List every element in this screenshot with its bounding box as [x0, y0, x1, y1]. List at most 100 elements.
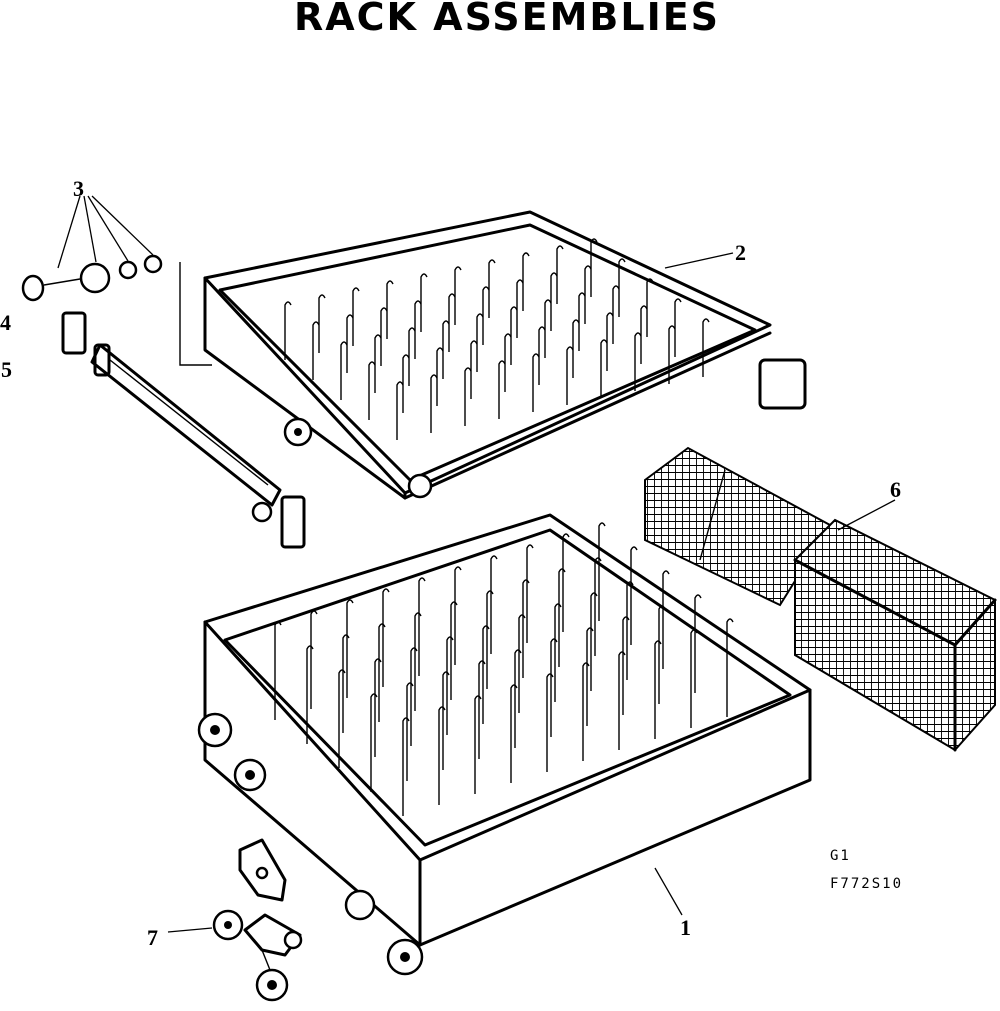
rack-tine: [538, 326, 546, 385]
rack-tine: [504, 333, 512, 392]
figure-code-line2: F772S10: [830, 876, 903, 892]
rack-tine: [430, 374, 438, 433]
rack-tine: [516, 279, 524, 338]
rack-tine: [640, 305, 648, 364]
track-end-cap: [61, 311, 87, 355]
rack-tine: [586, 627, 594, 726]
rack-tine: [374, 334, 382, 393]
rack-tine: [654, 640, 662, 739]
rack-tine: [410, 647, 418, 746]
callout-2: 2: [735, 240, 746, 265]
rack-tine: [606, 312, 614, 371]
rack-tine: [274, 621, 282, 720]
rack-tine: [532, 353, 540, 412]
rack-tine: [342, 634, 350, 733]
rack-tine: [454, 566, 462, 665]
leader-lines: [57, 195, 896, 916]
rack-tine: [352, 287, 360, 346]
rack-tine: [668, 325, 676, 384]
rack-tine: [476, 313, 484, 372]
callout-5: 5: [1, 357, 12, 382]
rack-tine: [470, 340, 478, 399]
rack-tine: [544, 299, 552, 358]
rack-tine: [378, 623, 386, 722]
rack-tine: [582, 662, 590, 761]
rack-tine: [590, 592, 598, 691]
rack-tine: [442, 671, 450, 770]
rack-tine: [396, 381, 404, 440]
rack-tine: [634, 332, 642, 391]
rack-tine: [526, 544, 534, 643]
rack-tine: [310, 610, 318, 709]
rack-tine: [518, 614, 526, 713]
rack-tine: [454, 266, 462, 325]
rack-tine: [464, 367, 472, 426]
rack-tine: [550, 638, 558, 737]
upper-rack-end-cap: [758, 358, 807, 410]
rack-tine: [510, 684, 518, 783]
rack-tine: [474, 695, 482, 794]
rack-tine: [486, 590, 494, 689]
roller-wheel: [79, 262, 111, 294]
page-title: RACK ASSEMBLIES: [294, 0, 720, 39]
rack-tine: [414, 612, 422, 711]
rack-tine: [482, 625, 490, 724]
rack-tine: [646, 278, 654, 337]
rack-tine: [482, 286, 490, 345]
rack-tine: [448, 293, 456, 352]
callout-3: 3: [73, 176, 84, 201]
rack-tine: [554, 603, 562, 702]
rack-tine: [510, 306, 518, 365]
rack-tine: [726, 618, 734, 717]
rack-tine: [420, 273, 428, 332]
rack-tine: [556, 245, 564, 304]
rack-tine: [442, 320, 450, 379]
rack-tine: [618, 651, 626, 750]
rack-tine: [306, 645, 314, 744]
rack-tine: [436, 347, 444, 406]
rack-tine: [630, 546, 638, 645]
rack-tine: [566, 346, 574, 405]
rack-tine: [594, 557, 602, 656]
rack-tine: [450, 601, 458, 700]
rack-tine: [546, 673, 554, 772]
rack-tine: [380, 307, 388, 366]
rack-tine: [626, 581, 634, 680]
track-end-block: [280, 495, 306, 549]
rack-tine: [702, 318, 710, 377]
rack-tine: [418, 577, 426, 676]
rack-tine: [662, 570, 670, 669]
rack-tine: [658, 605, 666, 704]
rack-tine: [478, 660, 486, 759]
rack-tine: [590, 238, 598, 297]
upper-rack-wheel: [407, 473, 433, 499]
lower-rack: [197, 513, 812, 976]
rack-tine: [550, 272, 558, 331]
callout-7: 7: [147, 925, 158, 950]
rack-tine: [598, 522, 606, 621]
rack-tine: [578, 292, 586, 351]
rack-tine: [558, 568, 566, 667]
rack-tine: [368, 361, 376, 420]
upper-rack: [203, 210, 807, 500]
rack-tine: [402, 354, 410, 413]
rack-tine: [374, 658, 382, 757]
rack-tine: [612, 285, 620, 344]
rack-tine: [690, 629, 698, 728]
rack-tine: [488, 259, 496, 318]
rack-tine: [382, 588, 390, 687]
rack-tine: [446, 636, 454, 735]
rack-tine: [514, 649, 522, 748]
rack-tine: [522, 579, 530, 678]
callout-6: 6: [890, 477, 901, 502]
rack-tine: [562, 533, 570, 632]
rack-tine: [370, 693, 378, 792]
rack-tine: [408, 327, 416, 386]
rack-tine: [694, 594, 702, 693]
rack-tine: [340, 341, 348, 400]
rack-tine: [584, 265, 592, 324]
rack-tine: [674, 298, 682, 357]
rack-tine: [346, 599, 354, 698]
rack-tine: [618, 258, 626, 317]
